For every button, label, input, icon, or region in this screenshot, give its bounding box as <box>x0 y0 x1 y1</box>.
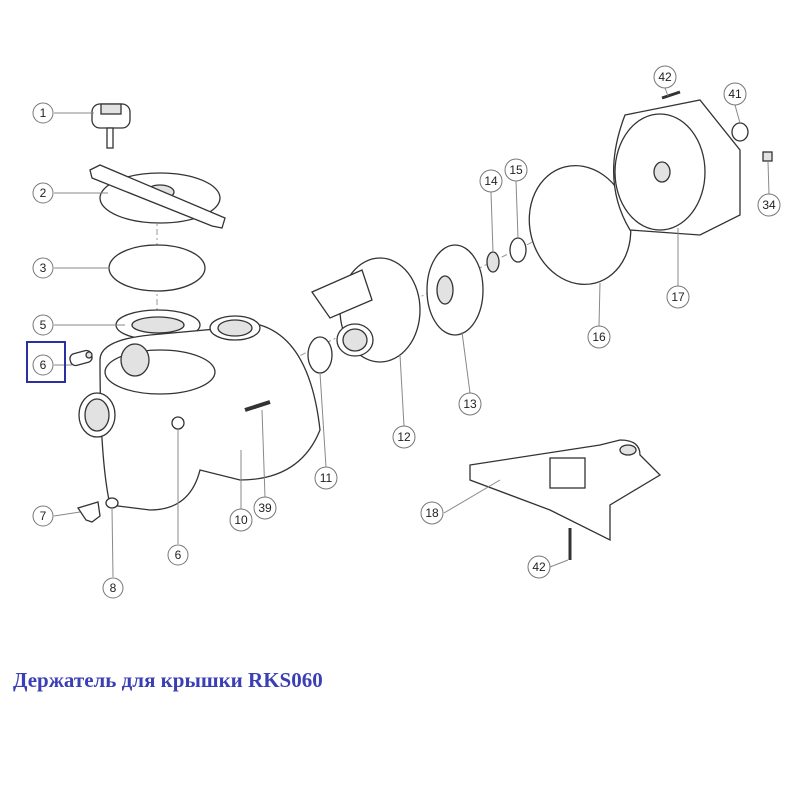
svg-text:14: 14 <box>484 174 498 188</box>
svg-text:12: 12 <box>397 430 411 444</box>
part-34-nut[interactable] <box>762 151 773 162</box>
callout-2: 2 <box>32 182 54 204</box>
svg-text:42: 42 <box>658 70 672 84</box>
part-2-lid[interactable] <box>89 164 226 229</box>
callout-42-top: 42 <box>653 65 677 89</box>
callout-13: 13 <box>458 392 482 416</box>
svg-text:1: 1 <box>40 106 47 120</box>
svg-text:6: 6 <box>175 548 182 562</box>
callout-8: 8 <box>102 577 124 599</box>
svg-text:34: 34 <box>762 198 776 212</box>
svg-text:17: 17 <box>671 290 685 304</box>
callout-18: 18 <box>420 501 444 525</box>
callout-6-highlighted[interactable]: 6 <box>26 341 66 383</box>
callout-5: 5 <box>32 314 54 336</box>
part-10-pump-housing[interactable] <box>78 315 321 511</box>
callout-41: 41 <box>723 82 747 106</box>
part-11-o-ring[interactable] <box>307 336 333 374</box>
svg-text:16: 16 <box>592 330 606 344</box>
callout-16: 16 <box>587 325 611 349</box>
svg-text:39: 39 <box>258 501 272 515</box>
callout-14: 14 <box>479 169 503 193</box>
callout-6: 6 <box>167 544 189 566</box>
svg-text:6: 6 <box>40 358 47 372</box>
svg-text:5: 5 <box>40 318 47 332</box>
svg-text:13: 13 <box>463 397 477 411</box>
callout-15: 15 <box>504 158 528 182</box>
part-6-cover-holder[interactable] <box>69 349 93 367</box>
svg-text:18: 18 <box>425 506 439 520</box>
part-14-seal[interactable] <box>486 251 500 273</box>
svg-text:8: 8 <box>110 581 117 595</box>
part-42-screw-top[interactable] <box>661 90 681 100</box>
leader-lines <box>53 87 770 578</box>
callout-12: 12 <box>392 425 416 449</box>
callout-7: 7 <box>32 505 54 527</box>
part-8-o-ring[interactable] <box>105 497 119 509</box>
part-7-drain-plug[interactable] <box>76 501 101 523</box>
callout-3: 3 <box>32 257 54 279</box>
part-15-seal[interactable] <box>509 237 527 263</box>
part-3-o-ring[interactable] <box>108 244 206 292</box>
callout-1: 1 <box>32 102 54 124</box>
svg-text:41: 41 <box>728 87 742 101</box>
callout-34: 34 <box>757 193 781 217</box>
part-caption: Держатель для крышки RKS060 <box>13 668 323 692</box>
svg-text:3: 3 <box>40 261 47 275</box>
part-18-base[interactable] <box>469 439 662 542</box>
part-41-washer[interactable] <box>731 122 749 142</box>
part-1-knob[interactable] <box>91 103 131 149</box>
svg-text:10: 10 <box>234 513 248 527</box>
highlight-box <box>26 341 66 383</box>
callout-39: 39 <box>253 496 277 520</box>
callout-17: 17 <box>666 285 690 309</box>
svg-text:42: 42 <box>532 560 546 574</box>
callout-11: 11 <box>314 466 338 490</box>
svg-text:15: 15 <box>509 163 523 177</box>
part-17-motor-flange[interactable] <box>613 99 741 236</box>
svg-text:2: 2 <box>40 186 47 200</box>
callout-42-bottom: 42 <box>527 555 551 579</box>
svg-text:11: 11 <box>320 471 333 485</box>
callout-10: 10 <box>229 508 253 532</box>
svg-text:7: 7 <box>40 509 47 523</box>
part-13-impeller[interactable] <box>426 244 484 336</box>
part-39-screw[interactable] <box>244 400 271 412</box>
part-12-diffuser[interactable] <box>311 257 421 363</box>
